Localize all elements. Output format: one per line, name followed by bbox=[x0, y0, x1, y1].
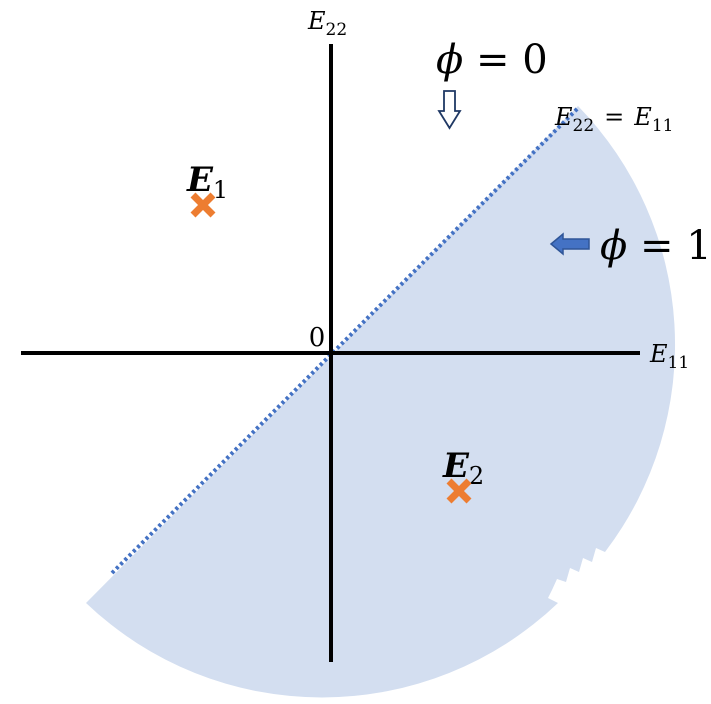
phi-one-region bbox=[86, 106, 676, 698]
phi-zero-label: ϕ = 0 bbox=[436, 37, 548, 83]
y-axis-label: E22 bbox=[307, 7, 347, 40]
point-e1-marker bbox=[190, 192, 216, 218]
x-axis-label: E11 bbox=[649, 340, 689, 373]
diagonal-label: E22=E11 bbox=[554, 103, 673, 136]
outline-down-arrow-icon bbox=[437, 90, 462, 130]
phi-one-label: ϕ = 1 bbox=[600, 223, 711, 269]
origin-label: 0 bbox=[309, 323, 326, 353]
point-e2-label: E2 bbox=[442, 446, 484, 490]
filled-left-arrow-icon bbox=[549, 232, 590, 256]
point-e2-marker bbox=[446, 478, 472, 504]
diagonal-line bbox=[110, 106, 580, 575]
point-e1-label: E1 bbox=[186, 160, 228, 204]
